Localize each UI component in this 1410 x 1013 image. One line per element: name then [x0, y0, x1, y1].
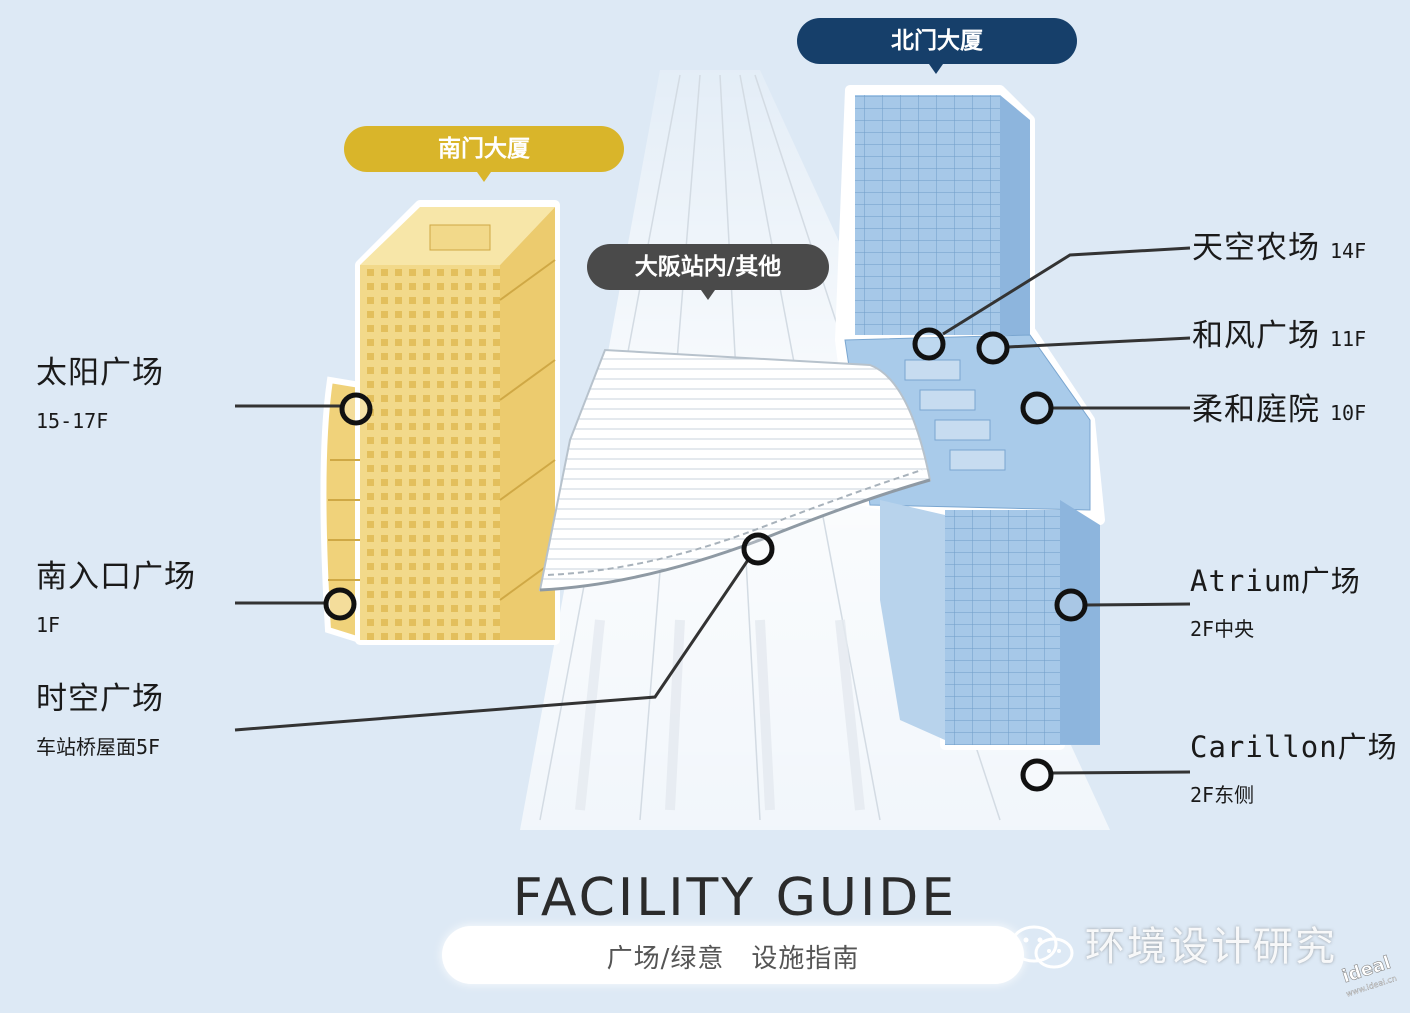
south-tower-label: 南门大厦: [344, 126, 624, 172]
station-label-pointer: [701, 290, 715, 300]
callout-name: 柔和庭院: [1192, 392, 1320, 428]
station-roof: [538, 348, 932, 592]
station-label: 大阪站内/其他: [587, 244, 829, 290]
callout-name: 天空农场: [1192, 230, 1320, 266]
callout-floor: 15-17F: [36, 409, 109, 433]
callout-atrium-plaza: Atrium广场 2F中央: [1190, 563, 1361, 641]
north-tower-label: 北门大厦: [797, 18, 1077, 64]
marker-sun-plaza[interactable]: [339, 392, 373, 426]
callout-name: 太阳广场: [36, 355, 164, 391]
marker-sky-farm[interactable]: [912, 327, 946, 361]
callout-name: 南入口广场: [36, 559, 196, 595]
guide-subtitle-bar: [442, 926, 1024, 984]
callout-floor: 14F: [1330, 239, 1367, 263]
callout-south-entrance-plaza: 南入口广场 1F: [36, 559, 196, 637]
callout-name: 和风广场: [1192, 318, 1320, 354]
callout-sun-plaza: 太阳广场 15-17F: [36, 355, 164, 433]
guide-subtitle: 广场/绿意 设施指南: [606, 944, 860, 974]
north-gate-building: [835, 85, 1105, 750]
guide-title: FACILITY GUIDE: [512, 868, 958, 928]
marker-wafu-plaza[interactable]: [976, 331, 1010, 365]
callout-soft-garden: 柔和庭院 10F: [1192, 392, 1366, 428]
leader-lines: [234, 246, 1191, 775]
callout-wafu-plaza: 和风广场 11F: [1192, 318, 1366, 354]
marker-atrium-plaza[interactable]: [1054, 588, 1088, 622]
marker-time-space-plaza[interactable]: [741, 532, 775, 566]
callout-sky-farm: 天空农场 14F: [1192, 230, 1366, 266]
watermark-logo: ideal www.ideal.cn: [1339, 952, 1398, 999]
callout-floor: 10F: [1330, 401, 1367, 425]
marker-carillon-plaza[interactable]: [1020, 758, 1054, 792]
south-tower-label-pointer: [477, 172, 491, 182]
marker-soft-garden[interactable]: [1020, 391, 1054, 425]
callout-floor: 1F: [36, 613, 61, 637]
location-markers: [323, 327, 1088, 792]
callout-time-space-plaza: 时空广场 车站桥屋面5F: [36, 681, 164, 759]
callout-floor: 2F中央: [1190, 617, 1255, 641]
north-tower-label-pointer: [929, 64, 943, 74]
callout-floor: 2F东侧: [1190, 783, 1255, 807]
watermark-text: 环境设计研究: [1085, 924, 1337, 970]
marker-south-entrance-plaza[interactable]: [323, 587, 357, 621]
callout-floor: 11F: [1330, 327, 1367, 351]
callout-name: Atrium广场: [1190, 564, 1361, 598]
wechat-icon: [1010, 925, 1074, 969]
callout-carillon-plaza: Carillon广场 2F东侧: [1190, 729, 1398, 807]
callout-name: 时空广场: [36, 681, 164, 717]
south-gate-building: [320, 200, 560, 645]
callout-floor: 车站桥屋面5F: [36, 735, 161, 759]
callout-name: Carillon广场: [1190, 730, 1398, 764]
